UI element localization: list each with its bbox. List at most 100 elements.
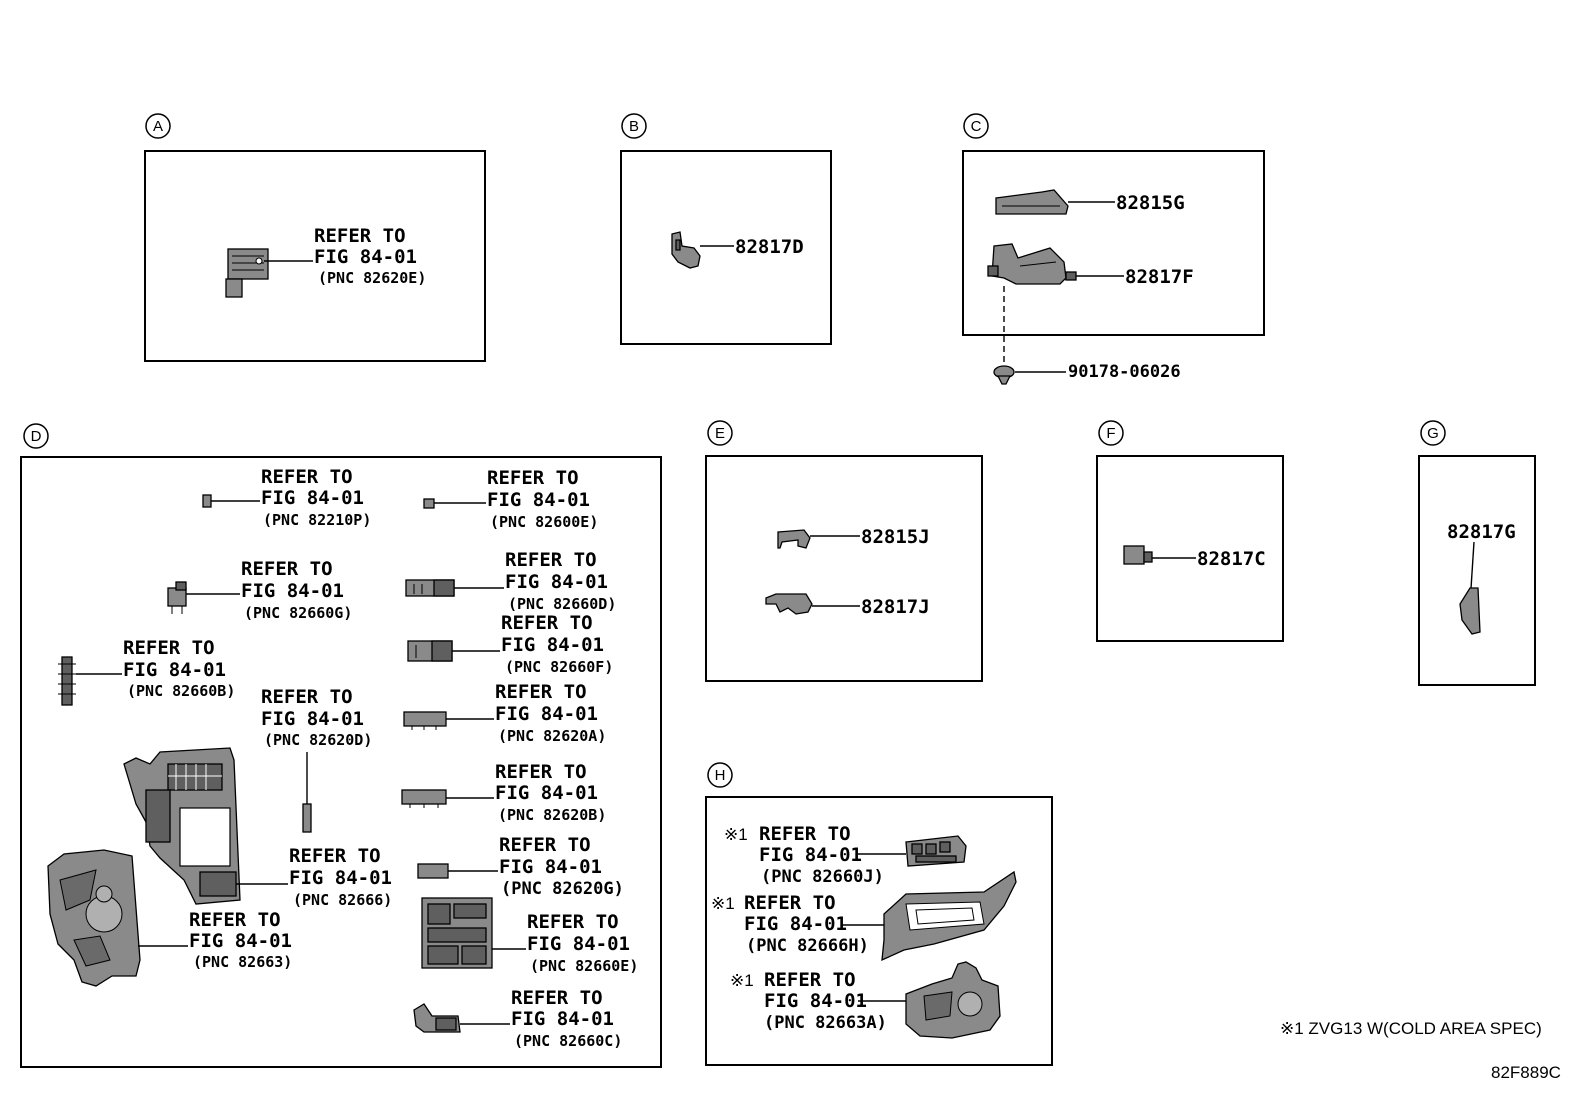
- bracket-part[interactable]: [765, 593, 813, 615]
- junction-cover-part[interactable]: [47, 849, 141, 987]
- section-e: E 82815J 82817J: [705, 420, 983, 682]
- fig-label: FIG 84-01: [487, 489, 590, 511]
- part-number-label[interactable]: 82817D: [735, 236, 804, 258]
- refer-to-label: REFER TO: [744, 892, 836, 914]
- fusible-link-part[interactable]: [403, 711, 447, 730]
- pnc-label[interactable]: (PNC 82660D): [508, 595, 616, 613]
- pnc-label[interactable]: (PNC 82620G): [501, 879, 624, 899]
- bracket-part[interactable]: [1123, 545, 1153, 565]
- pnc-label[interactable]: (PNC 82660C): [514, 1032, 622, 1050]
- fig-label: FIG 84-01: [764, 990, 867, 1012]
- bracket-part[interactable]: [777, 529, 811, 549]
- section-a-letter: A: [153, 118, 163, 135]
- pnc-label[interactable]: (PNC 82620D): [264, 731, 372, 749]
- relay-block-part[interactable]: [123, 747, 241, 905]
- pnc-label[interactable]: (PNC 82660F): [505, 658, 613, 676]
- relay-part[interactable]: [405, 579, 455, 597]
- refer-to-label: REFER TO: [241, 558, 333, 580]
- junction-cover-part[interactable]: [905, 961, 1001, 1039]
- relay-block-case-part[interactable]: [881, 870, 1017, 962]
- bracket-assembly-part[interactable]: [987, 243, 1077, 285]
- refer-to-label: REFER TO: [759, 823, 851, 845]
- pnc-label[interactable]: (PNC 82666): [293, 891, 392, 909]
- fig-label: FIG 84-01: [261, 708, 364, 730]
- fusible-link-part[interactable]: [401, 789, 447, 808]
- refer-to-label: REFER TO: [261, 686, 353, 708]
- bracket-part[interactable]: [671, 231, 701, 269]
- pnc-label[interactable]: (PNC 82660G): [244, 604, 352, 622]
- fuse-part[interactable]: [423, 498, 435, 509]
- section-a: A REFER TO FIG 84-01 (PNC 82620E): [144, 113, 486, 362]
- refer-to-label: REFER TO: [501, 612, 593, 634]
- fig-label: FIG 84-01: [314, 246, 417, 268]
- section-a-frame: [144, 150, 486, 362]
- refer-to-label: REFER TO: [314, 225, 406, 247]
- section-c-letter: C: [971, 118, 982, 135]
- relay-part[interactable]: [167, 581, 187, 614]
- bracket-part[interactable]: [1459, 587, 1481, 635]
- fig-label: FIG 84-01: [527, 933, 630, 955]
- refer-to-label: REFER TO: [123, 637, 215, 659]
- fig-label: FIG 84-01: [123, 659, 226, 681]
- pnc-label[interactable]: (PNC 82620E): [318, 269, 426, 287]
- section-c: C 82815G 82817F 90178-06026: [962, 113, 1265, 385]
- refer-to-label: REFER TO: [764, 969, 856, 991]
- relay-part[interactable]: [407, 640, 453, 662]
- fig-label: FIG 84-01: [289, 867, 392, 889]
- cold-area-mark: ※1: [724, 825, 748, 844]
- section-h-letter: H: [715, 767, 726, 784]
- terminal-block-part[interactable]: [58, 656, 76, 706]
- pnc-label[interactable]: (PNC 82210P): [263, 511, 371, 529]
- pnc-label[interactable]: (PNC 82663): [193, 953, 292, 971]
- relay-block-part[interactable]: [905, 835, 967, 867]
- pnc-label[interactable]: (PNC 82660B): [127, 682, 235, 700]
- refer-to-label: REFER TO: [487, 467, 579, 489]
- part-number-label[interactable]: 90178-06026: [1068, 362, 1181, 382]
- pnc-label[interactable]: (PNC 82620B): [498, 806, 606, 824]
- fig-label: FIG 84-01: [495, 703, 598, 725]
- fig-label: FIG 84-01: [501, 634, 604, 656]
- fuse-part[interactable]: [202, 494, 212, 508]
- pnc-label[interactable]: (PNC 82660J): [761, 867, 884, 887]
- part-number-label[interactable]: 82815J: [861, 526, 930, 548]
- clip-bolt-part[interactable]: [993, 365, 1015, 385]
- section-d: D REFER TO FIG 84-01 (PNC 82210P) REFER …: [20, 423, 662, 1068]
- fig-label: FIG 84-01: [499, 856, 602, 878]
- section-f: F 82817C: [1096, 420, 1284, 642]
- section-a-marker: [145, 113, 171, 139]
- pnc-label[interactable]: (PNC 82660E): [530, 957, 638, 975]
- fig-label: FIG 84-01: [241, 580, 344, 602]
- refer-to-label: REFER TO: [495, 761, 587, 783]
- section-d-frame: [20, 456, 662, 1068]
- pnc-label[interactable]: (PNC 82600E): [490, 513, 598, 531]
- section-h-frame: [705, 796, 1053, 1066]
- section-f-marker: [1098, 420, 1124, 446]
- relay-cover-part[interactable]: [225, 248, 269, 298]
- section-h-marker: [707, 762, 733, 788]
- pnc-label[interactable]: (PNC 82663A): [764, 1013, 887, 1033]
- cold-area-mark: ※1: [730, 971, 754, 990]
- cover-part[interactable]: [995, 189, 1069, 215]
- fig-label: FIG 84-01: [261, 487, 364, 509]
- fuse-part[interactable]: [417, 863, 449, 879]
- section-b-frame: [620, 150, 832, 345]
- section-b: B 82817D: [620, 113, 832, 345]
- pnc-label[interactable]: (PNC 82666H): [746, 936, 869, 956]
- part-number-label[interactable]: 82815G: [1116, 192, 1185, 214]
- part-number-label[interactable]: 82817J: [861, 596, 930, 618]
- fuse-block-part[interactable]: [421, 897, 493, 969]
- figure-code: 82F889C: [1491, 1063, 1561, 1082]
- pnc-label[interactable]: (PNC 82620A): [498, 727, 606, 745]
- part-number-label[interactable]: 82817C: [1197, 548, 1266, 570]
- section-b-marker: [621, 113, 647, 139]
- fusible-link-part[interactable]: [302, 803, 312, 833]
- part-number-label[interactable]: 82817F: [1125, 266, 1194, 288]
- part-number-label[interactable]: 82817G: [1447, 521, 1516, 543]
- section-g-letter: G: [1427, 425, 1439, 442]
- fig-label: FIG 84-01: [511, 1008, 614, 1030]
- relay-part[interactable]: [413, 1003, 461, 1033]
- fig-label: FIG 84-01: [744, 913, 847, 935]
- refer-to-label: REFER TO: [189, 909, 281, 931]
- section-e-frame: [705, 455, 983, 682]
